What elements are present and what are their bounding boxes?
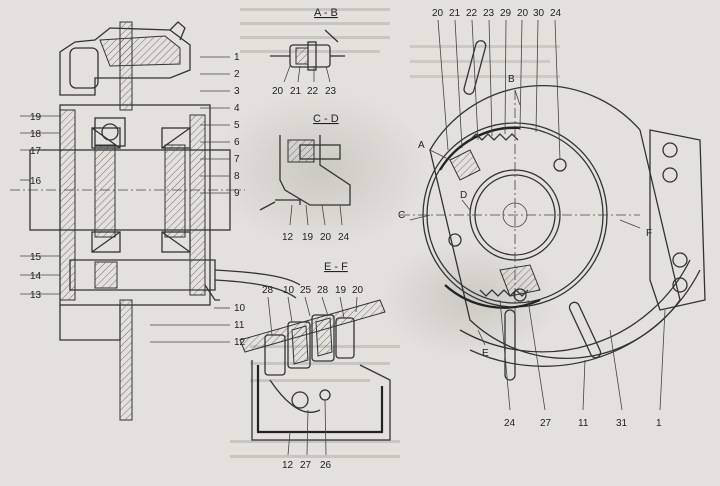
part-label: 3 bbox=[234, 86, 240, 97]
part-label: 11 bbox=[578, 418, 589, 429]
section-a-b-title: A - B bbox=[314, 7, 338, 19]
part-label: 12 bbox=[234, 337, 246, 348]
section-letter-a: A bbox=[418, 140, 425, 151]
section-letter-f: F bbox=[646, 228, 652, 239]
section-c-d-title: C - D bbox=[313, 113, 339, 125]
part-label: 2 bbox=[234, 69, 240, 80]
part-label: 14 bbox=[30, 271, 42, 282]
part-label: 12 bbox=[282, 460, 294, 471]
bearing-inner bbox=[91, 127, 121, 253]
section-a-b: A - B 20 21 22 23 bbox=[270, 7, 345, 97]
part-label: 1 bbox=[656, 418, 662, 429]
part-label: 20 bbox=[517, 8, 529, 19]
part-label: 12 bbox=[282, 232, 294, 243]
part-label: 15 bbox=[30, 252, 42, 263]
part-label: 26 bbox=[320, 460, 332, 471]
part-label: 10 bbox=[283, 285, 295, 296]
part-label: 4 bbox=[234, 103, 240, 114]
part-label: 18 bbox=[30, 129, 42, 140]
hub-section-view bbox=[10, 21, 301, 421]
paper-stain bbox=[210, 90, 430, 250]
part-label: 8 bbox=[234, 171, 240, 182]
part-label: 30 bbox=[533, 8, 545, 19]
section-e-f: E - F 28 10 25 28 19 20 12 27 2 bbox=[239, 261, 391, 471]
section-c-d: C - D 12 19 20 24 bbox=[259, 113, 351, 243]
section-letter-b: B bbox=[508, 74, 515, 85]
part-label: 20 bbox=[352, 285, 364, 296]
part-label: 28 bbox=[317, 285, 329, 296]
bearing-outer bbox=[161, 127, 191, 253]
part-label: 27 bbox=[540, 418, 552, 429]
part-label: 21 bbox=[449, 8, 461, 19]
part-label: 29 bbox=[500, 8, 512, 19]
part-label: 19 bbox=[302, 232, 314, 243]
part-label: 24 bbox=[338, 232, 350, 243]
section-letter-d: D bbox=[460, 190, 467, 201]
part-label: 13 bbox=[30, 290, 42, 301]
part-label: 16 bbox=[30, 176, 42, 187]
section-e-f-title: E - F bbox=[324, 261, 348, 273]
part-label: 28 bbox=[262, 285, 274, 296]
section-letter-c: C bbox=[398, 210, 405, 221]
part-label: 31 bbox=[616, 418, 628, 429]
right-bottom-part-numbers: 24 27 11 31 1 bbox=[504, 418, 662, 429]
part-label: 11 bbox=[234, 320, 245, 331]
part-label: 19 bbox=[335, 285, 347, 296]
part-label: 9 bbox=[234, 188, 240, 199]
brake-front-view bbox=[400, 19, 706, 411]
right-top-part-numbers: 20 21 22 23 29 20 30 24 bbox=[432, 8, 562, 19]
section-letter-e: E bbox=[482, 348, 489, 359]
part-label: 17 bbox=[30, 146, 42, 157]
part-label: 20 bbox=[432, 8, 444, 19]
part-label: 22 bbox=[466, 8, 478, 19]
part-label: 20 bbox=[320, 232, 332, 243]
part-label: 24 bbox=[550, 8, 562, 19]
part-label: 22 bbox=[307, 86, 319, 97]
part-label: 7 bbox=[234, 154, 240, 165]
part-label: 20 bbox=[272, 86, 284, 97]
part-label: 5 bbox=[234, 120, 240, 131]
part-label: 27 bbox=[300, 460, 312, 471]
part-label: 19 bbox=[30, 112, 42, 123]
part-label: 24 bbox=[504, 418, 516, 429]
part-label: 10 bbox=[234, 303, 246, 314]
part-label: 25 bbox=[300, 285, 312, 296]
left-part-numbers: 1 2 3 4 5 6 7 8 9 10 11 12 13 14 15 16 1… bbox=[30, 52, 246, 348]
part-label: 23 bbox=[483, 8, 495, 19]
part-label: 1 bbox=[234, 52, 240, 63]
part-label: 6 bbox=[234, 137, 240, 148]
section-letters: A B C D E F bbox=[398, 74, 652, 359]
part-label: 23 bbox=[325, 86, 337, 97]
part-label: 21 bbox=[290, 86, 302, 97]
